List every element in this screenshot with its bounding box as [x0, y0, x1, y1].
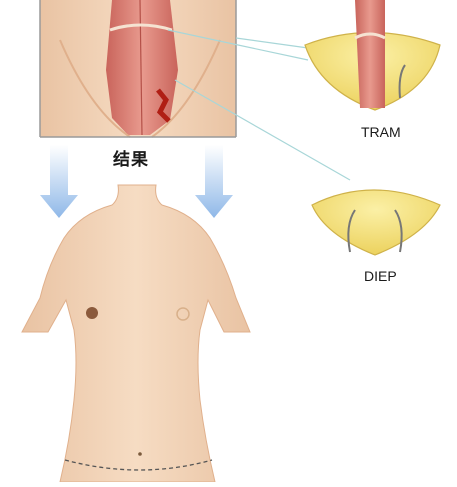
nipple-left [86, 307, 98, 319]
diep-fat [312, 190, 440, 255]
diep-label: DIEP [364, 268, 397, 284]
down-arrow-right [195, 145, 233, 218]
result-label: 结果 [113, 145, 149, 170]
abdomen-inset [40, 0, 236, 137]
torso [22, 185, 250, 482]
tram-label: TRAM [361, 124, 401, 140]
down-arrow-left [40, 145, 78, 218]
tram-muscle [355, 0, 385, 108]
navel [138, 452, 142, 456]
torso-body [22, 185, 250, 482]
tram-flap [305, 0, 440, 110]
diep-flap [312, 190, 440, 255]
